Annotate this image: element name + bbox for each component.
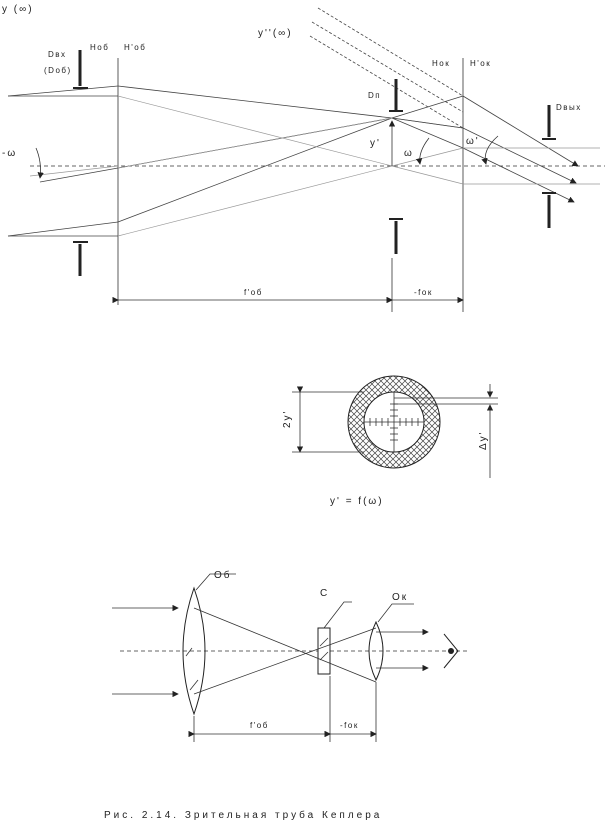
label-d-vkh: Dвх <box>48 50 67 59</box>
reticle-diagram: 2y' Δy' y' = f(ω) <box>282 375 498 507</box>
label-hprime-ok: H'ок <box>470 59 491 68</box>
label-yprime-inf: y''(∞) <box>258 28 293 39</box>
label-2y-prime: 2y' <box>282 410 293 428</box>
label-ob: Об <box>214 569 232 581</box>
out-ray-2 <box>462 127 577 184</box>
label-omega-prime: ω' <box>466 136 480 147</box>
label-h-ok: Hок <box>432 59 450 68</box>
out-ray-3 <box>462 147 575 203</box>
axial-in <box>29 165 119 177</box>
out-ray-1 <box>462 95 579 167</box>
exit-pupil-stop-top <box>542 105 556 140</box>
label-neg-omega: -ω <box>2 148 17 159</box>
dashed-ray-1 <box>317 7 464 97</box>
angle-omega-arc <box>415 137 430 165</box>
angle-neg-omega-arc <box>35 147 44 179</box>
reticle-plate <box>317 627 331 675</box>
ray-to-eyepiece-bot <box>391 117 464 149</box>
plate-hatch-1 <box>319 637 329 647</box>
field-stop-top <box>389 79 403 112</box>
telescope-diagram: Об С Ок f'об -fок <box>112 569 470 742</box>
eye-icon <box>443 633 459 669</box>
conv-ray-bottom <box>193 627 377 695</box>
ray-to-eyepiece-mid <box>391 117 464 129</box>
label-d-p: Dп <box>368 91 381 100</box>
label-f-ob: f'об <box>244 288 263 297</box>
ray-diagram: y (∞) y''(∞) Dвх (Dоб) Hоб H'об Hок H'ок… <box>2 4 605 312</box>
leader-ok <box>377 603 414 623</box>
entrance-pupil-stop-bottom <box>73 241 88 276</box>
label-s: С <box>320 588 329 599</box>
label-delta-y-prime: Δy' <box>478 430 489 450</box>
label-ok: Ок <box>392 592 408 603</box>
plate-hatch-2 <box>319 651 329 661</box>
label-neg-f-ok-bottom: -fок <box>340 721 359 730</box>
angle-omega-prime-arc <box>481 135 499 165</box>
axial-ray-bottom <box>117 147 464 237</box>
eyepiece-lens <box>368 620 384 682</box>
label-d-ob-paren: (Dоб) <box>44 66 72 75</box>
label-f-ob-bottom: f'об <box>250 721 269 730</box>
objective-hatch-2 <box>189 679 199 691</box>
field-stop-bottom <box>389 218 403 254</box>
label-hprime-ob: H'об <box>124 43 146 52</box>
leader-ob <box>195 573 236 591</box>
ray-obj-top <box>117 85 393 119</box>
label-h-ob: Hоб <box>90 43 109 52</box>
exit-pupil-stop-bottom <box>542 192 556 228</box>
label-y-inf: y (∞) <box>2 4 34 15</box>
objective-lens <box>182 586 206 716</box>
label-y-prime: y' <box>370 138 381 149</box>
label-neg-f-ok: -fок <box>414 288 433 297</box>
conv-ray-top <box>193 607 377 683</box>
ray-obj-bottom <box>117 117 393 223</box>
label-d-vykh: Dвых <box>556 103 582 112</box>
axial-chief-light <box>117 117 464 169</box>
objective-hatch-1 <box>185 647 193 657</box>
ray-in-top-tilt <box>7 85 119 97</box>
ray-in-bot-tilt <box>7 221 119 237</box>
label-scale-formula: y' = f(ω) <box>330 496 384 507</box>
leader-s <box>323 601 352 629</box>
dashed-ray-2 <box>311 21 464 113</box>
reticle-ticks <box>369 403 419 441</box>
axial-ray-top <box>117 95 464 185</box>
label-omega: ω <box>404 148 414 159</box>
figure-caption: Рис. 2.14. Зрительная труба Кеплера <box>104 809 382 821</box>
entrance-pupil-stop-top <box>73 50 88 89</box>
